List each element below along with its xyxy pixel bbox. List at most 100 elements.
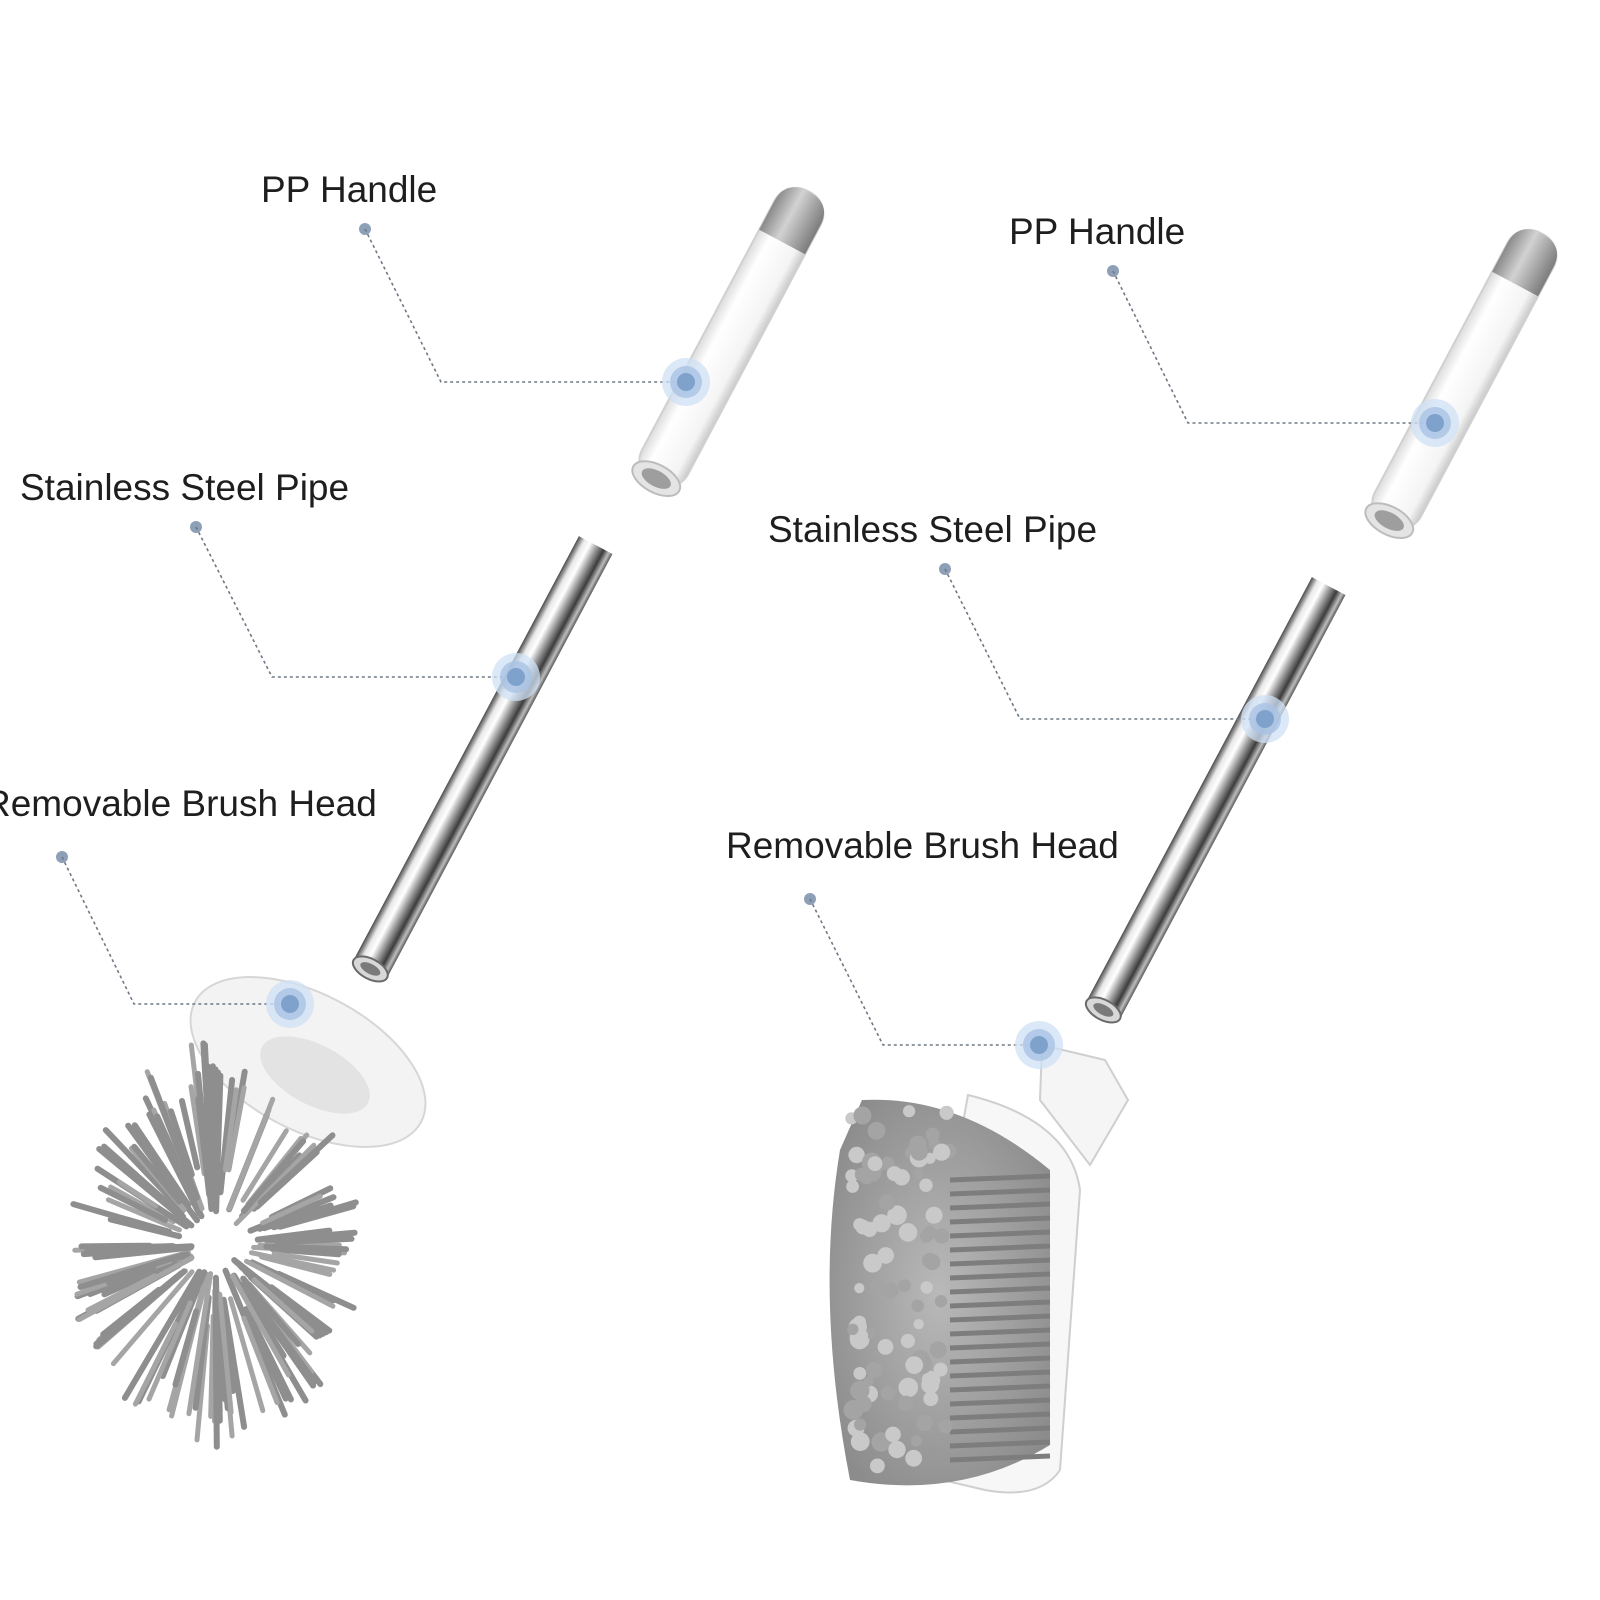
left-pipe-label: Stainless Steel Pipe bbox=[20, 467, 349, 508]
bristle-tip bbox=[898, 1377, 919, 1398]
bristle-strand bbox=[147, 1074, 200, 1201]
bristle-row bbox=[949, 1383, 1051, 1393]
bristle-tip bbox=[853, 1367, 867, 1380]
bristle-strand bbox=[274, 1235, 355, 1246]
bristle-strand bbox=[172, 1308, 200, 1388]
bristle-tip bbox=[920, 1281, 933, 1294]
left-bristle-ball bbox=[70, 1040, 359, 1450]
bristle-strand bbox=[240, 1275, 301, 1347]
bristle-tip bbox=[898, 1395, 914, 1412]
bristle-tip bbox=[853, 1106, 872, 1125]
bristle-strand bbox=[131, 1122, 192, 1209]
right-brush bbox=[829, 228, 1558, 1494]
bristle-tip bbox=[846, 1180, 859, 1193]
left-pipe-marker-core bbox=[507, 668, 525, 686]
bristle-strand bbox=[271, 1251, 340, 1266]
bristle-tip bbox=[848, 1146, 865, 1164]
bristle-strand bbox=[213, 1072, 224, 1215]
right-handle bbox=[1364, 228, 1558, 539]
right-steel-pipe bbox=[1084, 577, 1346, 1024]
bristle-tip bbox=[905, 1356, 924, 1374]
left-brush-head bbox=[70, 976, 427, 1450]
bristle-tip bbox=[880, 1385, 896, 1401]
left-pipe-callout: Stainless Steel Pipe bbox=[20, 467, 540, 701]
bristle-tip bbox=[921, 1375, 940, 1394]
left-brush bbox=[70, 186, 825, 1450]
bristle-tip bbox=[916, 1414, 933, 1432]
bristle-tip bbox=[925, 1206, 943, 1224]
bristle-row bbox=[949, 1215, 1051, 1225]
bristle-strand bbox=[154, 1113, 195, 1195]
bristle-tip bbox=[939, 1105, 954, 1120]
bristle-tip bbox=[887, 1205, 907, 1225]
left-handle-label: PP Handle bbox=[261, 169, 437, 210]
bristle-strand bbox=[247, 1319, 289, 1402]
bristle-strand bbox=[233, 1142, 317, 1227]
bristle-strand bbox=[226, 1085, 247, 1173]
bristle-strand bbox=[217, 1077, 236, 1196]
bristle-strand bbox=[229, 1273, 291, 1378]
bristle-row bbox=[949, 1187, 1051, 1197]
bristle-strand bbox=[195, 1095, 213, 1198]
bristle-strand bbox=[110, 1269, 195, 1367]
bristle-strand bbox=[93, 1270, 184, 1347]
bristle-tip bbox=[854, 1418, 867, 1431]
right-brush-head bbox=[829, 1043, 1130, 1494]
bristle-row bbox=[949, 1439, 1051, 1449]
bristle-tip bbox=[877, 1339, 894, 1355]
bristle-tip bbox=[879, 1194, 896, 1211]
right-bristle-block bbox=[843, 1105, 1051, 1474]
bristle-row bbox=[949, 1355, 1051, 1365]
bristle-row bbox=[949, 1173, 1051, 1183]
left-head-label: Removable Brush Head bbox=[0, 783, 377, 824]
right-pipe-marker-core bbox=[1256, 710, 1274, 728]
right-pipe-leader bbox=[944, 568, 1265, 720]
bristle-tip bbox=[882, 1282, 899, 1299]
bristle-strand bbox=[186, 1271, 214, 1417]
bristle-strand bbox=[121, 1268, 203, 1401]
bristle-strand bbox=[270, 1199, 359, 1231]
bristle-tip bbox=[893, 1169, 910, 1186]
bristle-row bbox=[949, 1201, 1051, 1211]
bristle-tip bbox=[867, 1121, 886, 1140]
right-handle-callout: PP Handle bbox=[1009, 211, 1459, 447]
bristle-tip bbox=[938, 1419, 953, 1434]
bristle-strand bbox=[146, 1111, 203, 1217]
right-handle-marker-core bbox=[1426, 414, 1444, 432]
bristle-tip bbox=[913, 1168, 925, 1180]
bristle-strand bbox=[132, 1321, 179, 1407]
bristle-strand bbox=[83, 1243, 176, 1252]
bristle-row bbox=[949, 1243, 1051, 1253]
left-head-marker-core bbox=[281, 995, 299, 1013]
bristle-tip bbox=[919, 1178, 933, 1192]
bristle-tip bbox=[919, 1229, 933, 1243]
bristle-tip bbox=[929, 1341, 947, 1359]
bristle-strand bbox=[70, 1201, 173, 1235]
bristle-tip bbox=[905, 1449, 923, 1467]
bristle-strand bbox=[77, 1252, 186, 1290]
bristle-row bbox=[949, 1285, 1051, 1295]
bristle-strand bbox=[168, 1108, 195, 1178]
bristle-strand bbox=[226, 1096, 276, 1212]
bristle-row bbox=[949, 1369, 1051, 1379]
bristle-tip bbox=[885, 1426, 901, 1443]
bristle-tip bbox=[911, 1299, 924, 1312]
bristle-strand bbox=[217, 1291, 234, 1415]
bristle-tip bbox=[933, 1362, 948, 1377]
left-handle bbox=[631, 186, 825, 497]
bristle-tip bbox=[872, 1214, 891, 1233]
bristle-strand bbox=[116, 1179, 158, 1209]
bristle-tip bbox=[898, 1223, 918, 1242]
bristle-tip bbox=[859, 1169, 875, 1185]
left-callouts: PP Handle Stainless Steel Pipe Removable… bbox=[0, 169, 710, 1028]
bristle-strand bbox=[102, 1127, 186, 1214]
bristle-strand bbox=[240, 1128, 289, 1203]
bristle-tip bbox=[925, 1127, 940, 1142]
bristle-tip bbox=[863, 1253, 882, 1273]
bristle-strand bbox=[101, 1260, 178, 1298]
bristle-tip bbox=[867, 1156, 883, 1171]
bristle-row bbox=[949, 1411, 1051, 1421]
bristle-tip bbox=[888, 1440, 906, 1459]
right-pipe-label: Stainless Steel Pipe bbox=[768, 509, 1097, 550]
